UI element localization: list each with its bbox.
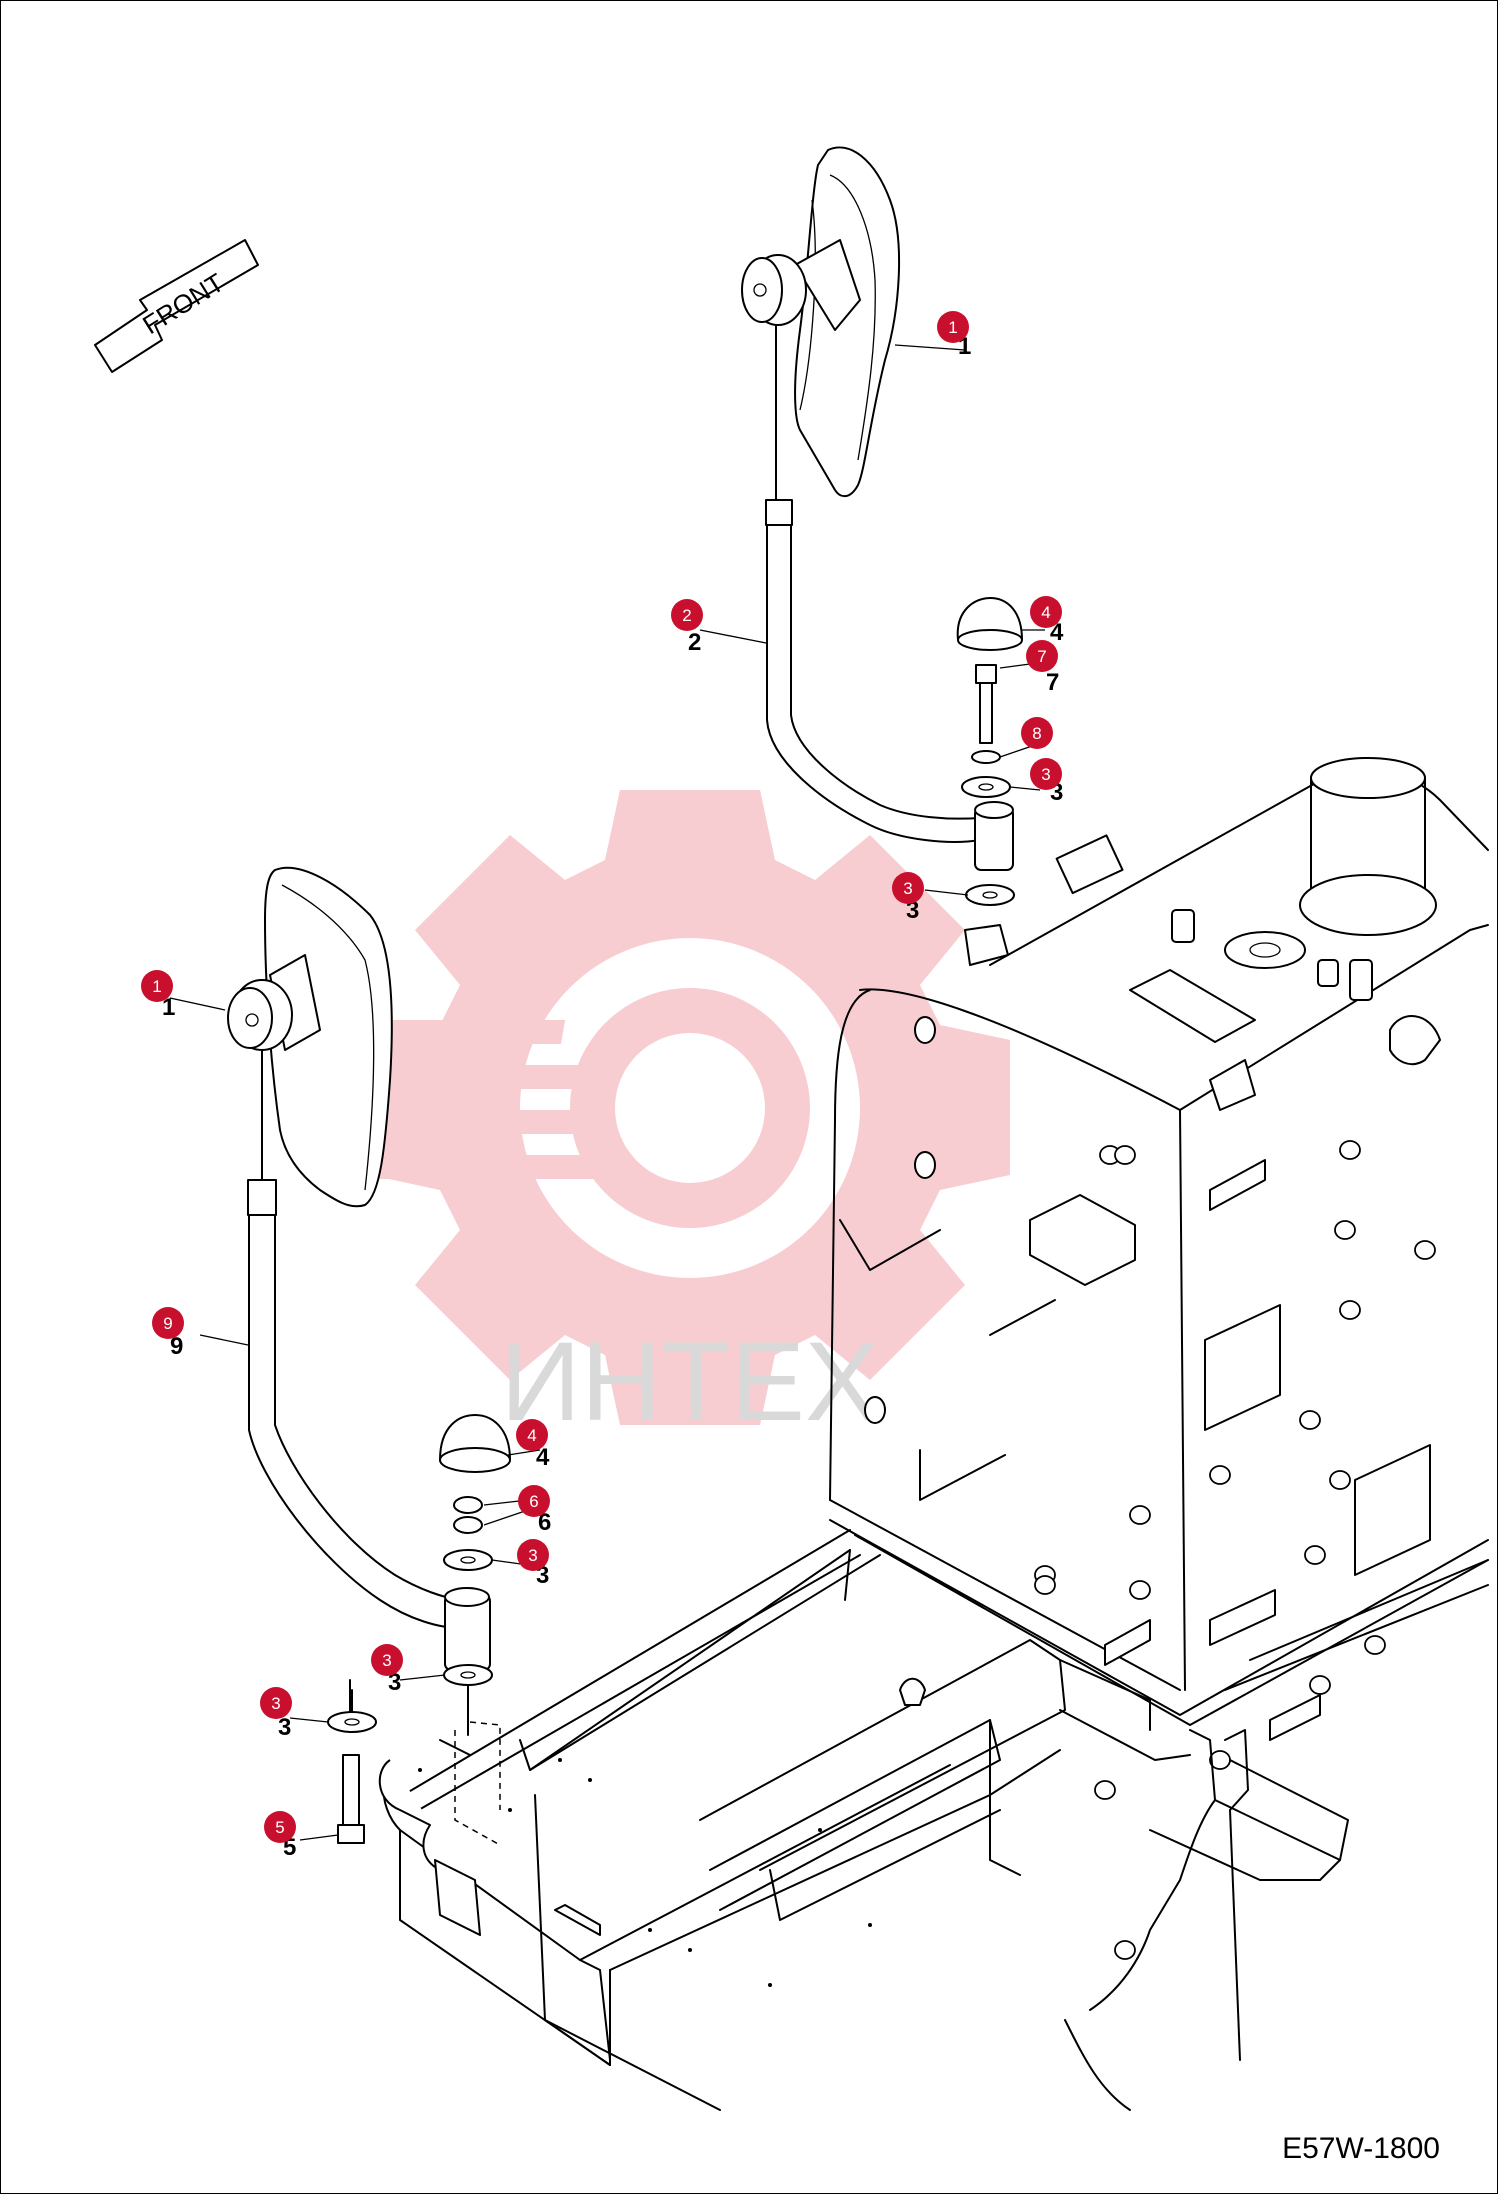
svg-text:1: 1 xyxy=(152,977,161,996)
lower-arm xyxy=(247,1179,491,1671)
svg-text:9: 9 xyxy=(170,1333,183,1360)
upper-arm xyxy=(765,499,1014,871)
svg-text:9: 9 xyxy=(163,1314,172,1333)
svg-text:7: 7 xyxy=(1046,669,1059,696)
callout-7[interactable]: 7 xyxy=(1026,640,1058,672)
callout-4-upper[interactable]: 4 xyxy=(1030,596,1062,628)
svg-text:3: 3 xyxy=(271,1694,280,1713)
callout-5[interactable]: 5 xyxy=(264,1811,296,1843)
svg-text:1: 1 xyxy=(948,318,957,337)
svg-text:6: 6 xyxy=(529,1492,538,1511)
svg-text:3: 3 xyxy=(382,1651,391,1670)
callout-9[interactable]: 9 xyxy=(152,1307,184,1339)
svg-text:3: 3 xyxy=(278,1714,291,1741)
callout-1-upper[interactable]: 1 xyxy=(937,311,969,343)
callout-1-lower[interactable]: 1 xyxy=(141,970,173,1002)
callout-3-lower-b[interactable]: 3 xyxy=(371,1644,403,1676)
front-arrow-icon: FRONT xyxy=(94,239,259,373)
machine-body xyxy=(829,757,1489,1960)
svg-text:1: 1 xyxy=(162,994,175,1021)
lower-mirror xyxy=(227,866,393,1208)
upper-fasteners xyxy=(956,597,1023,966)
callout-3-upper-a[interactable]: 3 xyxy=(1030,758,1062,790)
svg-text:4: 4 xyxy=(536,1444,550,1471)
svg-text:3: 3 xyxy=(528,1546,537,1565)
leader-lines xyxy=(169,344,1046,1841)
callout-8[interactable]: 8 xyxy=(1021,717,1053,749)
callout-2[interactable]: 2 xyxy=(671,599,703,631)
front-label: FRONT xyxy=(137,267,229,340)
svg-text:6: 6 xyxy=(538,1509,551,1536)
callout-6[interactable]: 6 xyxy=(518,1485,550,1517)
upper-mirror xyxy=(741,146,901,498)
lower-fasteners xyxy=(327,1414,511,1844)
svg-text:3: 3 xyxy=(1041,765,1050,784)
svg-text:2: 2 xyxy=(688,629,701,656)
svg-text:7: 7 xyxy=(1037,647,1046,666)
svg-text:8: 8 xyxy=(1032,724,1041,743)
drawing-code: E57W-1800 xyxy=(1282,2132,1440,2165)
svg-text:4: 4 xyxy=(1041,603,1050,622)
chassis-frame xyxy=(349,1529,1489,2111)
callout-3-upper-b[interactable]: 3 xyxy=(892,872,924,904)
watermark-text: ИНТЕХ xyxy=(500,1319,879,1444)
callout-3-lower-c[interactable]: 3 xyxy=(260,1687,292,1719)
plain-item-numbers: 1 2 4 7 3 3 1 9 4 6 3 3 3 5 xyxy=(162,333,1064,1861)
svg-text:5: 5 xyxy=(275,1818,284,1837)
svg-text:3: 3 xyxy=(388,1669,401,1696)
callout-3-lower-a[interactable]: 3 xyxy=(517,1539,549,1571)
callout-4-lower[interactable]: 4 xyxy=(516,1419,548,1451)
svg-text:3: 3 xyxy=(903,879,912,898)
svg-text:2: 2 xyxy=(682,606,691,625)
svg-text:4: 4 xyxy=(527,1426,536,1445)
